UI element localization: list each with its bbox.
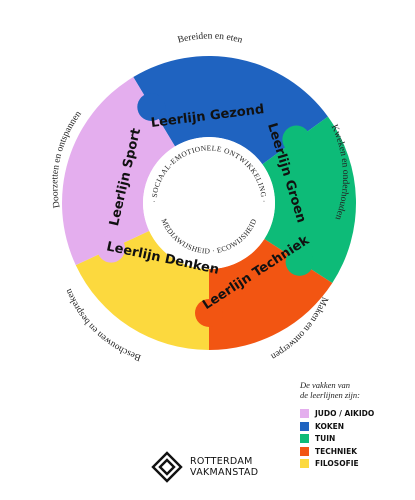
legend-label: TECHNIEK — [315, 446, 358, 456]
legend-swatch — [300, 409, 309, 418]
segment-sport — [62, 76, 176, 266]
diamond-logo-icon — [151, 451, 183, 483]
segment-groen — [262, 116, 356, 284]
legend: De vakken van de leerlijnen zijn: JUDO /… — [300, 380, 412, 471]
rotterdam-vakmanstad-logo: ROTTERDAM VAKMANSTAD — [151, 451, 258, 483]
legend-label: TUIN — [315, 434, 336, 443]
legend-swatch — [300, 421, 309, 431]
legend-items: JUDO / AIKIDO KOKEN TUIN TECHNIEK FILOSOFIE — [300, 408, 412, 469]
legend-swatch — [300, 434, 309, 443]
subject-gezond: Bereiden en eten — [177, 31, 244, 45]
legend-label: FILOSOFIE — [315, 459, 359, 468]
legend-swatch — [300, 459, 309, 468]
puzzle-knob-2 — [282, 125, 311, 154]
segment-gezond — [133, 56, 328, 165]
legend-item: FILOSOFIE — [300, 458, 412, 469]
puzzle-knob-4 — [195, 299, 223, 327]
legend-label: JUDO / AIKIDO — [315, 409, 375, 418]
puzzle-knob-1 — [137, 92, 166, 121]
legend-title: De vakken van de leerlijnen zijn: — [300, 380, 360, 400]
puzzle-knob-5 — [97, 234, 126, 263]
leerlijnen-wheel: · SOCIAAL-EMOTIONELE ONTWIKKELING · MEDI… — [50, 31, 356, 362]
puzzle-knob-3 — [285, 247, 314, 276]
center-hub — [143, 137, 275, 269]
legend-item: TUIN — [300, 433, 412, 444]
legend-label: KOKEN — [315, 421, 345, 431]
legend-swatch — [300, 446, 309, 456]
logo-text: ROTTERDAM VAKMANSTAD — [190, 456, 259, 478]
legend-item: KOKEN — [300, 421, 412, 432]
legend-item: JUDO / AIKIDO — [300, 408, 412, 419]
legend-item: TECHNIEK — [300, 446, 412, 457]
